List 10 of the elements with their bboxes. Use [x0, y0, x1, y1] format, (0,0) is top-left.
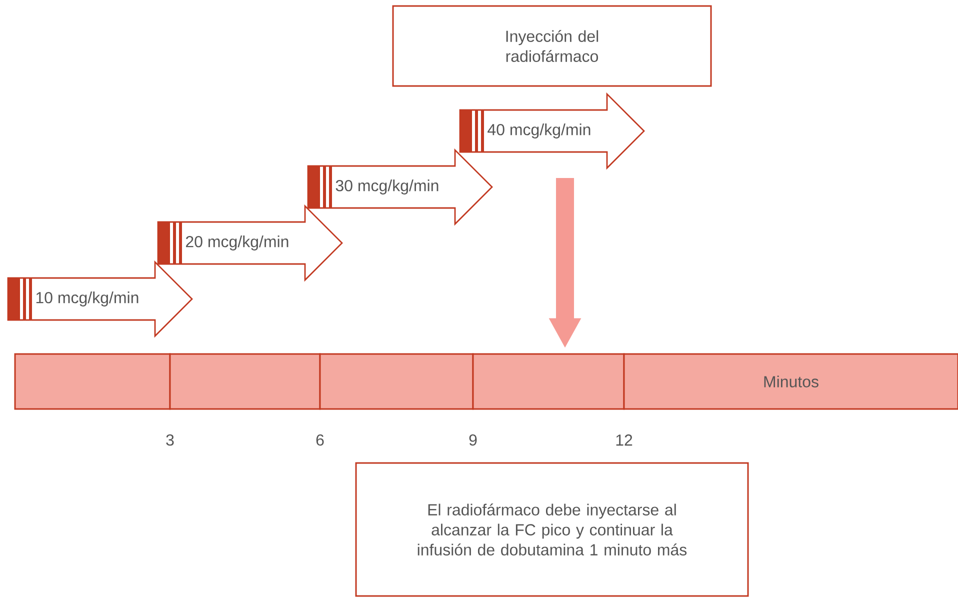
timeline-cell [472, 353, 625, 410]
text-box: El radiofármaco debe inyectarse al alcanzar la FC pico y continuar la infusión de dobutamina 1 minuto más [355, 462, 749, 597]
tick-label: 12 [616, 434, 632, 446]
timeline-cell [169, 353, 321, 410]
timeline-cell [14, 353, 171, 410]
tick-label: 3 [166, 434, 174, 446]
text-box: Inyección del radiofármaco [392, 5, 712, 87]
tick-label: 6 [316, 434, 324, 446]
tick-label: 9 [469, 434, 477, 446]
timeline-cell [319, 353, 474, 410]
